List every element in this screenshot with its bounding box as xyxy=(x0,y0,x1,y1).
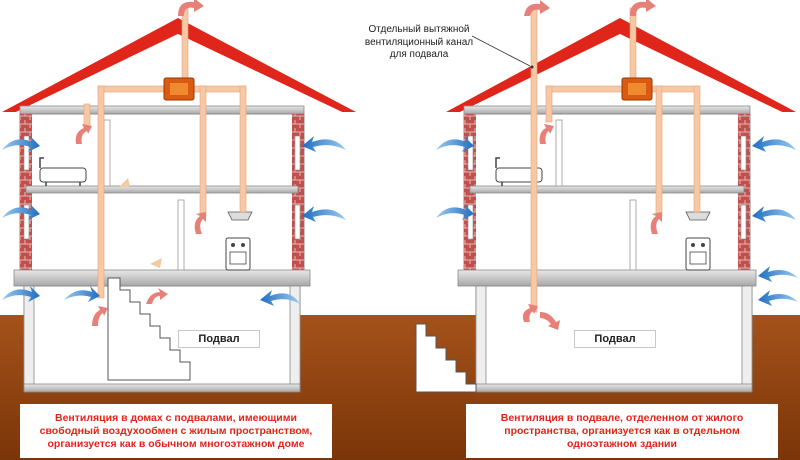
right-partition-lower xyxy=(629,199,637,271)
left-house xyxy=(2,7,356,393)
right-stove xyxy=(685,237,711,271)
duct-note-leader xyxy=(471,35,531,67)
right-basement-wall-r xyxy=(741,285,753,391)
left-partition-upper xyxy=(103,119,111,187)
exhaust-arrow-right-4 xyxy=(540,312,560,330)
exhaust-arrows xyxy=(75,0,662,330)
right-slab-2nd xyxy=(469,185,745,194)
right-exhaust-fan-grille xyxy=(628,83,646,95)
right-window-1 xyxy=(467,135,474,171)
exhaust-arrow-left-3 xyxy=(146,288,168,304)
left-slab-1st xyxy=(13,269,311,287)
exhaust-arrow-left-2 xyxy=(194,212,206,234)
left-window-2 xyxy=(23,204,30,240)
right-stairs xyxy=(415,323,477,393)
air-arrow-left-7 xyxy=(64,286,100,302)
right-window-3 xyxy=(740,135,747,171)
right-basement-floor xyxy=(475,383,753,393)
fresh-air-arrows xyxy=(2,136,798,306)
exhaust-arrow-left-6 xyxy=(150,258,162,268)
left-stove xyxy=(225,237,251,271)
exhaust-arrow-right-roof xyxy=(630,0,656,16)
right-attic xyxy=(460,34,782,112)
exhaust-arrow-right-3 xyxy=(522,304,538,322)
air-arrow-right-1 xyxy=(436,136,474,152)
separate-duct-note: Отдельный вытяжной вентиляционный канал … xyxy=(364,24,474,60)
exhaust-arrow-left-4 xyxy=(92,306,108,326)
exhaust-arrow-left-1 xyxy=(75,124,92,144)
left-basement-floor xyxy=(23,383,301,393)
air-arrow-right-2 xyxy=(436,204,474,220)
air-arrow-right-6 xyxy=(758,290,798,306)
air-arrow-right-3 xyxy=(752,136,796,152)
left-attic xyxy=(16,34,342,112)
right-partition-upper xyxy=(555,119,563,187)
left-caption: Вентиляция в домах с подвалами, имеющими… xyxy=(20,404,332,458)
left-attic-slab xyxy=(19,105,305,115)
left-basement-wall-l xyxy=(23,285,35,391)
right-slab-1st xyxy=(457,269,757,287)
left-partition-lower xyxy=(177,199,185,271)
right-hood xyxy=(685,211,711,221)
duct-note-leader-dot xyxy=(530,65,534,69)
air-arrow-right-4 xyxy=(752,206,796,222)
right-attic-slab xyxy=(463,105,751,115)
exhaust-arrow-left-roof xyxy=(178,0,204,16)
air-arrow-left-6 xyxy=(260,290,300,306)
left-basement-wall-r xyxy=(289,285,301,391)
right-window-4 xyxy=(740,204,747,240)
right-basement-wall-l xyxy=(475,285,487,391)
exhaust-arrow-right-2 xyxy=(650,212,662,234)
air-arrow-left-5 xyxy=(302,206,346,222)
left-window-1 xyxy=(23,135,30,171)
air-arrow-right-5 xyxy=(758,266,798,282)
right-bathtub xyxy=(495,157,543,186)
exhaust-arrow-right-duct xyxy=(524,0,550,16)
air-arrow-left-4 xyxy=(302,136,346,152)
left-window-3 xyxy=(294,135,301,171)
left-basement-label: Подвал xyxy=(178,330,260,348)
exhaust-arrow-right-1 xyxy=(539,124,554,144)
left-exhaust-fan-grille xyxy=(170,83,188,95)
right-basement-duct xyxy=(530,7,538,313)
air-arrow-left-3 xyxy=(2,286,40,302)
left-slab-2nd xyxy=(25,185,299,194)
left-hood xyxy=(227,211,253,221)
left-bathtub xyxy=(39,157,87,186)
exhaust-arrow-left-5 xyxy=(118,178,130,188)
right-window-2 xyxy=(467,204,474,240)
left-window-4 xyxy=(294,204,301,240)
air-arrow-left-2 xyxy=(2,204,40,220)
left-stairs xyxy=(107,277,191,381)
right-caption: Вентиляция в подвале, отделенном от жило… xyxy=(466,404,778,458)
air-arrow-left-1 xyxy=(2,136,40,152)
right-basement-label: Подвал xyxy=(574,330,656,348)
